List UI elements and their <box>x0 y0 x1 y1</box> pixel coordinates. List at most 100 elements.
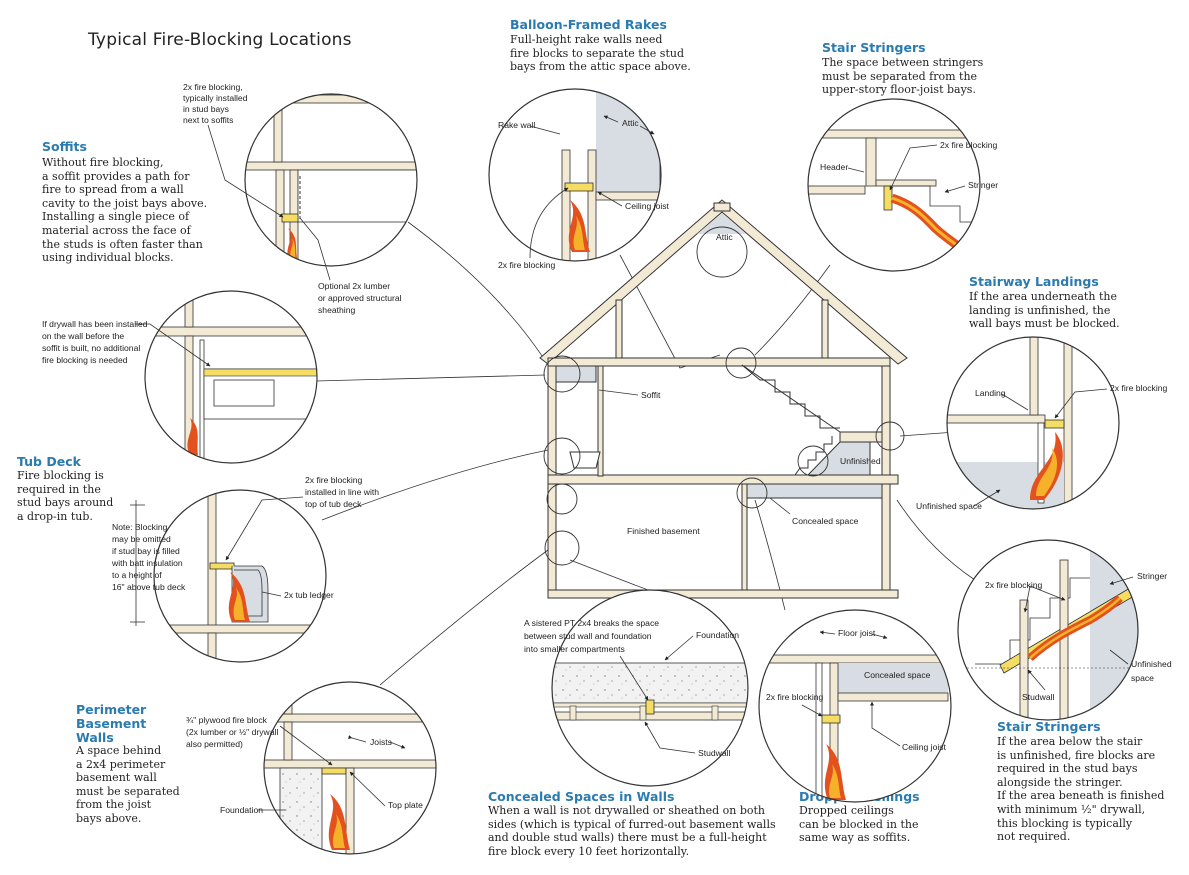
finished-basement-label: Finished basement <box>627 526 700 536</box>
label-line: A sistered PT 2x4 breaks the space <box>524 618 659 628</box>
text-line: same way as soffits. <box>799 831 911 845</box>
label-line: in stud bays <box>183 104 229 114</box>
text-line: bays from the attic space above. <box>510 60 691 74</box>
detail-balloon-rake <box>489 89 661 261</box>
text-line: If the area below the stair <box>997 735 1143 748</box>
text-line: material across the face of <box>42 223 191 237</box>
header-label: Header <box>820 162 848 172</box>
house-section <box>539 199 908 599</box>
concealed-space-label: Concealed space <box>792 516 859 526</box>
page-title: Typical Fire-Blocking Locations <box>88 30 352 50</box>
text-line: The space between stringers <box>822 56 984 69</box>
text-line: If the area beneath is finished <box>997 789 1165 803</box>
tub-block-label: 2x fire blocking installed in line with to… <box>305 475 379 509</box>
text-line: Installing a single piece of <box>42 210 190 224</box>
text-line: Without fire blocking, <box>42 156 164 169</box>
text-line: landing is unfinished, the <box>969 303 1111 317</box>
balloon-heading: Balloon-Framed Rakes <box>510 17 667 32</box>
floor-joist-label: Floor joist <box>838 628 876 638</box>
landing-fire-label: 2x fire blocking <box>1110 383 1168 393</box>
stair-top-heading: Stair Stringers <box>822 40 926 55</box>
landings-heading: Stairway Landings <box>969 274 1099 289</box>
dropped-fire-label: 2x fire blocking <box>766 692 824 702</box>
label-line: 16" above tub deck <box>112 582 186 592</box>
stringer-bottom-label: Stringer <box>1137 571 1167 581</box>
detail-perimeter <box>264 682 436 854</box>
label-line: fire blocking is needed <box>42 355 128 365</box>
dropped-concealed-label: Concealed space <box>864 670 931 680</box>
label-line: installed in line with <box>305 487 379 497</box>
label-line: if stud bay is filled <box>112 546 180 556</box>
house-callout-rings <box>543 226 905 566</box>
foundation-label: Foundation <box>220 805 263 815</box>
studwall-bottom-label: Studwall <box>1022 692 1055 702</box>
label-line: (2x lumber or ½" drywall <box>186 727 278 737</box>
text-line: Fire blocking is <box>17 469 104 482</box>
upper-floor <box>547 357 891 367</box>
text-line: wall bays must be blocked. <box>969 317 1120 331</box>
concealed-heading: Concealed Spaces in Walls <box>488 789 675 804</box>
label-line: ¾" plywood fire block <box>186 715 268 725</box>
label-line: to a height of <box>112 570 162 580</box>
landing-label: Landing <box>975 388 1006 398</box>
attic-label: Attic <box>622 118 639 128</box>
text-line: this blocking is typically <box>997 816 1133 830</box>
text-line: cavity to the joist bays above. <box>42 196 208 210</box>
basement-slab <box>547 589 899 599</box>
text-line: When a wall is not drywalled or sheathed… <box>488 804 765 817</box>
detail-dropped-ceiling <box>759 610 951 802</box>
text-line: Full-height rake walls need <box>510 33 663 46</box>
text-line: upper-story floor-joist bays. <box>822 83 976 97</box>
detail-soffit-top <box>245 94 417 266</box>
label-line: If drywall has been installed <box>42 319 148 329</box>
text-line: If the area underneath the <box>969 290 1117 303</box>
top-plate-label: Top plate <box>388 800 423 810</box>
text-line: must be separated <box>76 784 180 798</box>
balloon-fire-label: 2x fire blocking <box>498 260 556 270</box>
detail-stair-top <box>808 99 980 271</box>
text-line: a soffit provides a path for <box>42 169 190 183</box>
text-line: from the joist <box>76 798 152 812</box>
label-line: top of tub deck <box>305 499 362 509</box>
detail-landing <box>947 337 1119 509</box>
label-line: typically installed <box>183 93 248 103</box>
concealed-body: When a wall is not drywalled or sheathed… <box>488 804 776 858</box>
studwall-label: Studwall <box>698 748 731 758</box>
label-line: next to soffits <box>183 115 233 125</box>
plywood-label: ¾" plywood fire block (2x lumber or ½" dr… <box>186 715 278 749</box>
text-line: the studs is often faster than <box>42 237 203 251</box>
label-line: on the wall before the <box>42 331 124 341</box>
rake-wall-label: Rake wall <box>498 120 535 130</box>
text-line: must be separated from the <box>822 69 978 83</box>
detail-tub-deck <box>154 490 326 662</box>
text-line: fire to spread from a wall <box>42 183 184 197</box>
label-line: or approved structural <box>318 293 402 303</box>
concealed-foundation-label: Foundation <box>696 630 739 640</box>
text-line: basement wall <box>76 771 157 785</box>
text-line: not required. <box>997 830 1071 844</box>
stair-bottom-heading: Stair Stringers <box>997 719 1101 734</box>
label-line: Note: Blocking <box>112 522 168 532</box>
unfinished-space-label: Unfinished space <box>916 501 982 511</box>
label-line: 2x fire blocking <box>305 475 363 485</box>
text-line: A space behind <box>76 744 162 757</box>
detail-soffit-drywall <box>145 291 317 463</box>
label-line: between stud wall and foundation <box>524 631 652 641</box>
text-line: fire block every 10 feet horizontally. <box>488 844 690 858</box>
label-line: 2x fire blocking, <box>183 82 243 92</box>
tub-ledger-label: 2x tub ledger <box>284 590 334 600</box>
text-line: required in the stud bays <box>997 762 1138 776</box>
text-line: bays above. <box>76 811 142 825</box>
house-unfinished-label: Unfinished <box>840 456 881 466</box>
label-line: Unfinished <box>1131 659 1172 669</box>
label-line: sheathing <box>318 305 355 315</box>
